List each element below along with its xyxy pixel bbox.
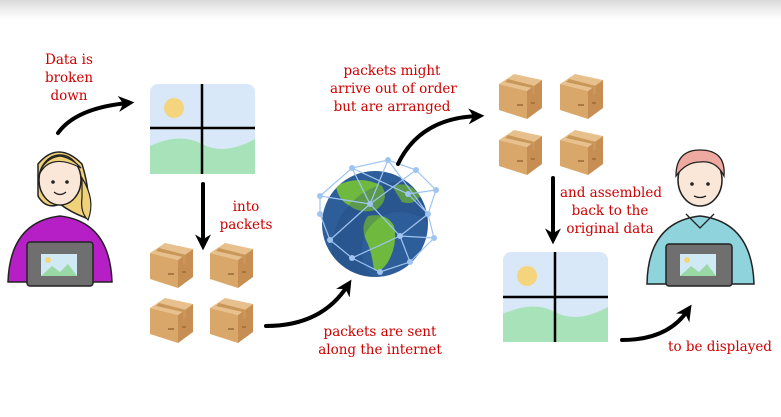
label-line: original data: [566, 221, 654, 237]
globe-network-icon: [317, 157, 439, 277]
reassembled-image-icon: [503, 252, 608, 342]
label-line: into: [232, 199, 260, 215]
label-line: down: [50, 88, 88, 104]
label-line: along the internet: [318, 342, 442, 358]
label-line: arrive out of order: [330, 81, 457, 97]
label-line: and assembled: [560, 185, 662, 201]
curved-arrow-icon: [56, 95, 135, 135]
label-to-be-displayed: to be displayed: [668, 338, 772, 356]
packets-split-group: [150, 243, 253, 343]
sender-person-icon: [7, 151, 113, 287]
curved-arrow-icon: [264, 279, 352, 328]
package-icon: [499, 74, 542, 119]
package-icon: [560, 74, 603, 119]
label-line: broken: [44, 70, 94, 86]
label-broken-down: Data is broken down: [32, 51, 106, 105]
packets-arrived-group: [499, 74, 603, 175]
curved-arrow-icon: [620, 304, 692, 342]
receiver-person-icon: [646, 149, 755, 287]
label-line: packets: [219, 217, 273, 233]
label-line: packets might: [343, 63, 441, 79]
label-out-of-order: packets might arrive out of order but ar…: [330, 62, 457, 116]
package-icon: [150, 243, 193, 288]
package-icon: [210, 243, 253, 288]
arrows: [56, 95, 692, 342]
label-line: back to the: [571, 203, 649, 219]
package-icon: [150, 298, 193, 343]
package-icon: [560, 130, 603, 175]
label-line: but are arranged: [333, 99, 451, 115]
curved-arrow-icon: [396, 108, 485, 166]
package-icon: [210, 298, 253, 343]
label-assembled: and assembled back to the original data: [560, 184, 662, 238]
label-into-packets: into packets: [216, 198, 276, 234]
label-line: packets are sent: [323, 324, 437, 340]
label-line: to be displayed: [668, 339, 772, 355]
top-gradient-bar: [0, 0, 781, 20]
label-line: Data is: [45, 52, 93, 68]
label-packets-sent: packets are sent along the internet: [318, 323, 442, 359]
original-image-icon: [150, 84, 255, 174]
package-icon: [499, 130, 542, 175]
